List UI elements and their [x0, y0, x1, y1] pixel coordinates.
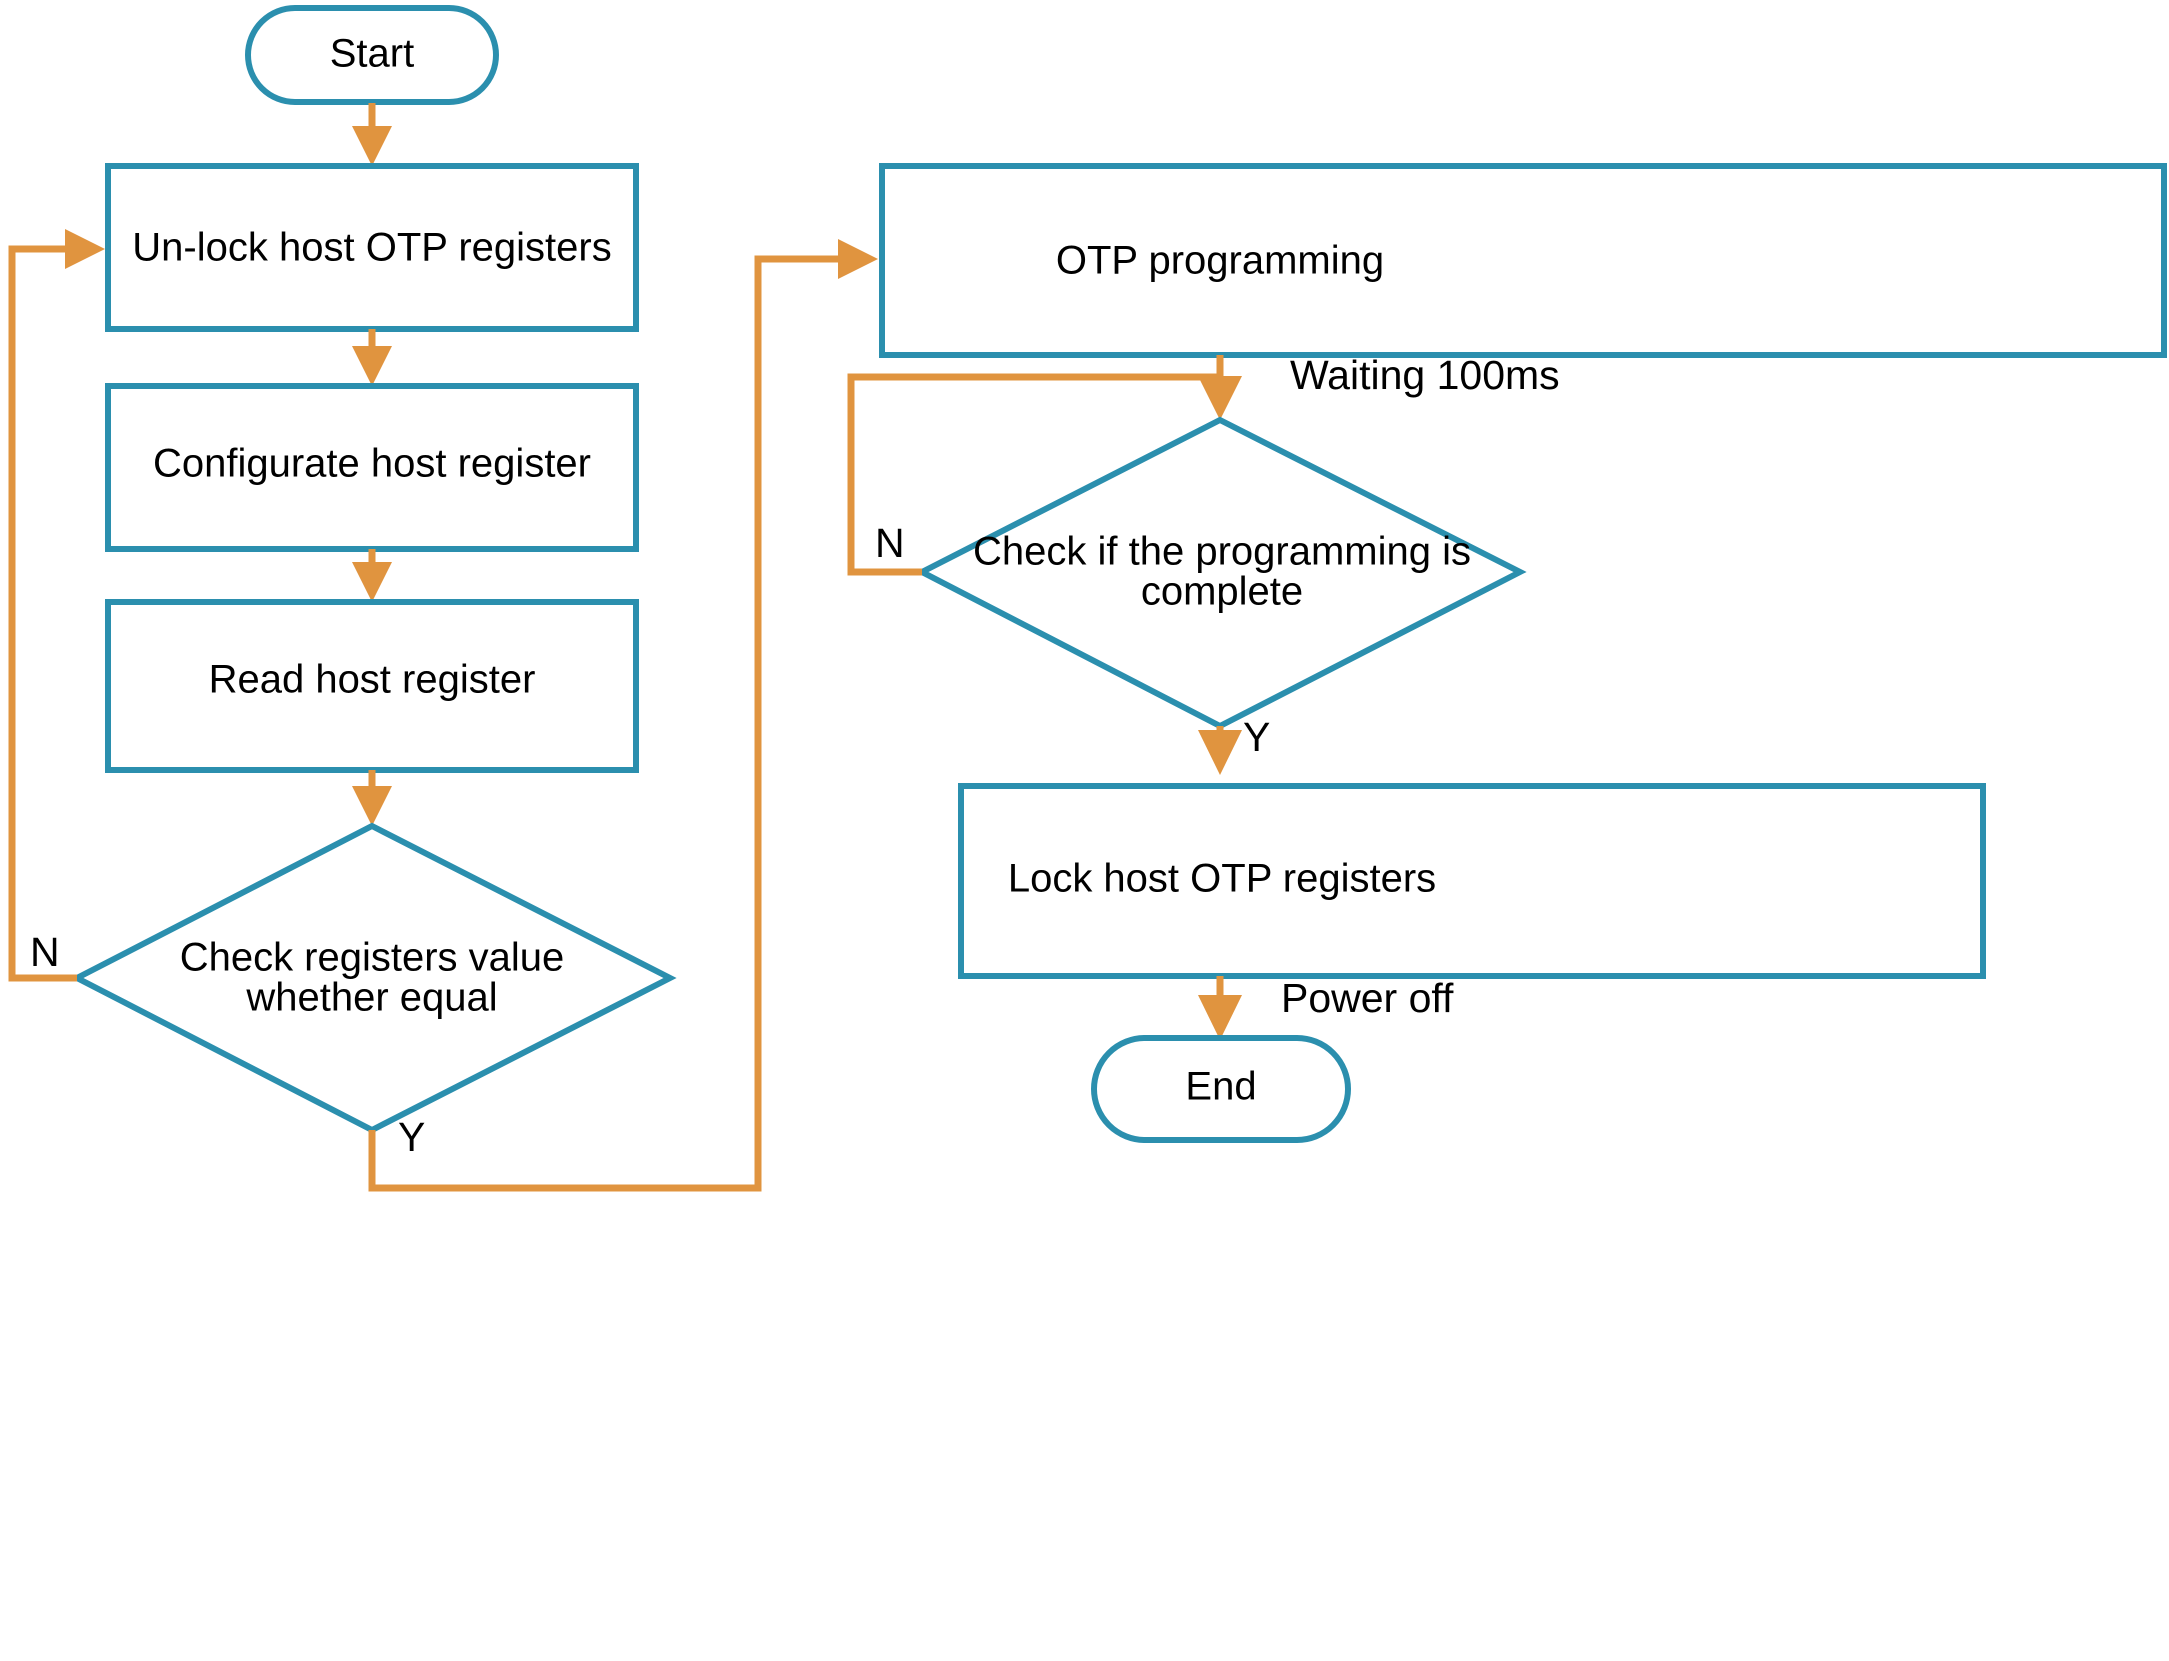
- edge-unlock-to-configure: [352, 329, 392, 386]
- arrow-head-down-icon: [352, 126, 392, 166]
- arrow-head-down-icon: [1198, 995, 1242, 1040]
- edge-check-complete-no-loop: [847, 373, 1220, 576]
- arrow-head-down-icon: [1198, 730, 1242, 775]
- node-check-equal[interactable]: Check registers value whether equal: [70, 822, 677, 1134]
- node-end-label: End: [1185, 1065, 1256, 1109]
- otp-programming-shape: [879, 163, 2167, 358]
- edge-label-power-off: Power off: [1281, 975, 1454, 1021]
- node-configure[interactable]: Configurate host register: [105, 383, 639, 552]
- edge-label-check-complete-no: N: [875, 520, 905, 566]
- edge-otp-to-check-complete: [1198, 355, 1242, 420]
- end-shape: [1091, 1035, 1351, 1143]
- edge-lock-to-end: [1198, 976, 1242, 1040]
- start-shape: [245, 5, 499, 105]
- node-start-label: Start: [330, 32, 414, 76]
- node-unlock-label: Un-lock host OTP registers: [132, 226, 611, 270]
- arrow-head-down-icon: [1198, 376, 1242, 420]
- node-check-complete-label-line1: Check if the programming is: [973, 530, 1471, 574]
- edge-label-check-equal-no: N: [30, 929, 60, 975]
- node-read-label: Read host register: [209, 658, 536, 702]
- arrow-head-down-icon: [352, 346, 392, 386]
- node-check-equal-label-line1: Check registers value: [180, 936, 565, 980]
- node-start[interactable]: Start: [245, 5, 499, 105]
- node-check-complete-label-line2: complete: [1141, 570, 1303, 614]
- edge-check-equal-no-loop: [8, 229, 105, 982]
- node-otp-programming[interactable]: OTP programming: [879, 163, 2167, 358]
- lock-shape: [958, 783, 1986, 979]
- edge-read-to-check-equal: [352, 770, 392, 826]
- edge-check-equal-yes-path: [368, 239, 878, 1192]
- node-unlock[interactable]: Un-lock host OTP registers: [105, 163, 639, 332]
- read-shape: [105, 599, 639, 773]
- node-configure-label: Configurate host register: [153, 442, 591, 486]
- arrow-head-right-icon: [65, 229, 105, 269]
- edge-check-complete-yes: [1198, 726, 1242, 775]
- edge-start-to-unlock: [352, 103, 392, 166]
- unlock-shape: [105, 163, 639, 332]
- edge-label-check-complete-yes: Y: [1243, 714, 1270, 760]
- arrow-head-down-icon: [352, 786, 392, 826]
- node-otp-programming-label: OTP programming: [1056, 239, 1384, 283]
- edge-configure-to-read: [352, 549, 392, 602]
- edge-label-waiting: Waiting 100ms: [1290, 352, 1560, 398]
- arrow-head-down-icon: [352, 562, 392, 602]
- node-read[interactable]: Read host register: [105, 599, 639, 773]
- node-lock-label: Lock host OTP registers: [1008, 857, 1436, 901]
- node-check-equal-label-line2: whether equal: [245, 976, 497, 1020]
- node-lock[interactable]: Lock host OTP registers: [958, 783, 1986, 979]
- node-end[interactable]: End: [1091, 1035, 1351, 1143]
- node-check-complete[interactable]: Check if the programming is complete: [915, 416, 1527, 730]
- arrow-head-right-icon: [838, 239, 878, 279]
- edge-label-check-equal-yes: Y: [398, 1114, 425, 1160]
